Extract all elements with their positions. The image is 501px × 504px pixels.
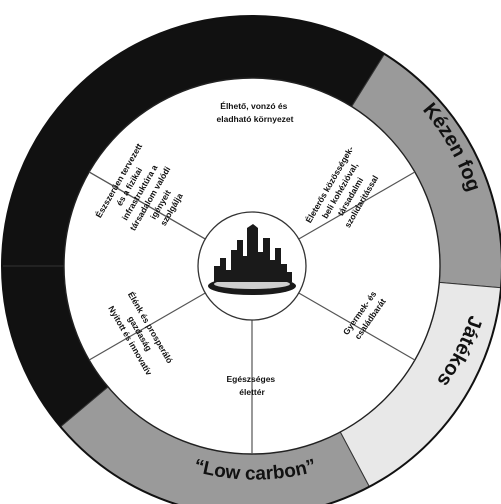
city-skyline-icon (208, 224, 296, 295)
segment-label-bottom: Egészséges élettér (226, 374, 277, 397)
segment-divider-5 (88, 292, 206, 361)
segment-dividers (88, 171, 416, 454)
segment-divider-2 (298, 171, 416, 240)
segment-label-top: Élhető, vonzó és eladható környezet (217, 101, 294, 124)
segment-divider-6 (88, 171, 206, 240)
segment-divider-3 (298, 292, 416, 361)
outer-ring-outline (1, 15, 501, 504)
